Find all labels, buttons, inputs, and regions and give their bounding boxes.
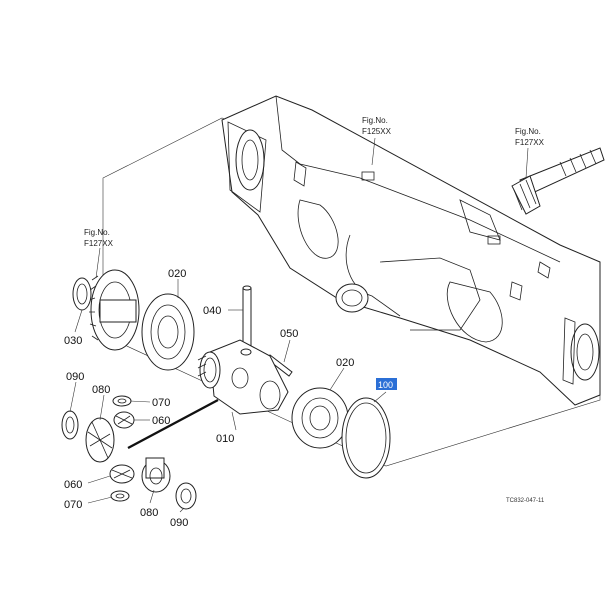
- callout-040[interactable]: 040: [203, 305, 221, 317]
- differential-case-010: [197, 339, 289, 415]
- gear-080-lower: [141, 457, 171, 493]
- callout-030[interactable]: 030: [64, 335, 82, 347]
- callout-080-upper[interactable]: 080: [92, 384, 110, 396]
- callout-060-lower[interactable]: 060: [64, 479, 82, 491]
- callout-100[interactable]: 100: [378, 380, 393, 390]
- callout-100-highlight[interactable]: 100: [376, 378, 397, 390]
- bearing-020-lower: [291, 387, 349, 449]
- ring-100: [341, 397, 391, 479]
- washer-070-upper: [112, 395, 132, 407]
- leader-lines: [69, 137, 529, 513]
- washer-070-lower: [110, 490, 130, 502]
- bearing-020-upper: [141, 293, 195, 371]
- callout-060-upper[interactable]: 060: [152, 415, 170, 427]
- callout-090-upper[interactable]: 090: [66, 371, 84, 383]
- shaft-040: [242, 285, 252, 349]
- fig-ref-left[interactable]: Fig.No. F127XX: [84, 228, 114, 248]
- fig-ref-right-code[interactable]: F127XX: [515, 138, 545, 147]
- callout-100-bg: [376, 378, 397, 390]
- callout-080-lower[interactable]: 080: [140, 507, 158, 519]
- fig-ref-left-caption: Fig.No.: [84, 228, 110, 237]
- gear-080-upper: [85, 417, 115, 463]
- bearing-gear-left: [72, 269, 140, 351]
- drawing-number: TC832-047-11: [506, 498, 545, 504]
- callout-020-upper[interactable]: 020: [168, 268, 186, 280]
- callout-020-lower[interactable]: 020: [336, 357, 354, 369]
- fig-ref-right[interactable]: Fig.No. F127XX: [515, 127, 545, 147]
- pinion-shaft: [511, 147, 605, 215]
- callout-070-upper[interactable]: 070: [152, 397, 170, 409]
- washer-090-upper: [61, 410, 79, 440]
- axle-housing: [221, 95, 601, 406]
- fig-ref-left-code[interactable]: F127XX: [84, 239, 114, 248]
- fig-ref-top-code[interactable]: F125XX: [362, 127, 392, 136]
- assembly-arrow: [127, 398, 219, 450]
- fig-ref-top-caption: Fig.No.: [362, 116, 388, 125]
- gear-060-lower: [109, 464, 135, 484]
- gear-060-upper: [113, 411, 135, 429]
- washer-090-lower: [175, 482, 197, 510]
- callout-090-lower[interactable]: 090: [170, 517, 188, 529]
- callout-010[interactable]: 010: [216, 433, 234, 445]
- callout-070-lower[interactable]: 070: [64, 499, 82, 511]
- fig-ref-right-caption: Fig.No.: [515, 127, 541, 136]
- callout-050[interactable]: 050: [280, 328, 298, 340]
- fig-ref-top[interactable]: Fig.No. F125XX: [362, 116, 392, 136]
